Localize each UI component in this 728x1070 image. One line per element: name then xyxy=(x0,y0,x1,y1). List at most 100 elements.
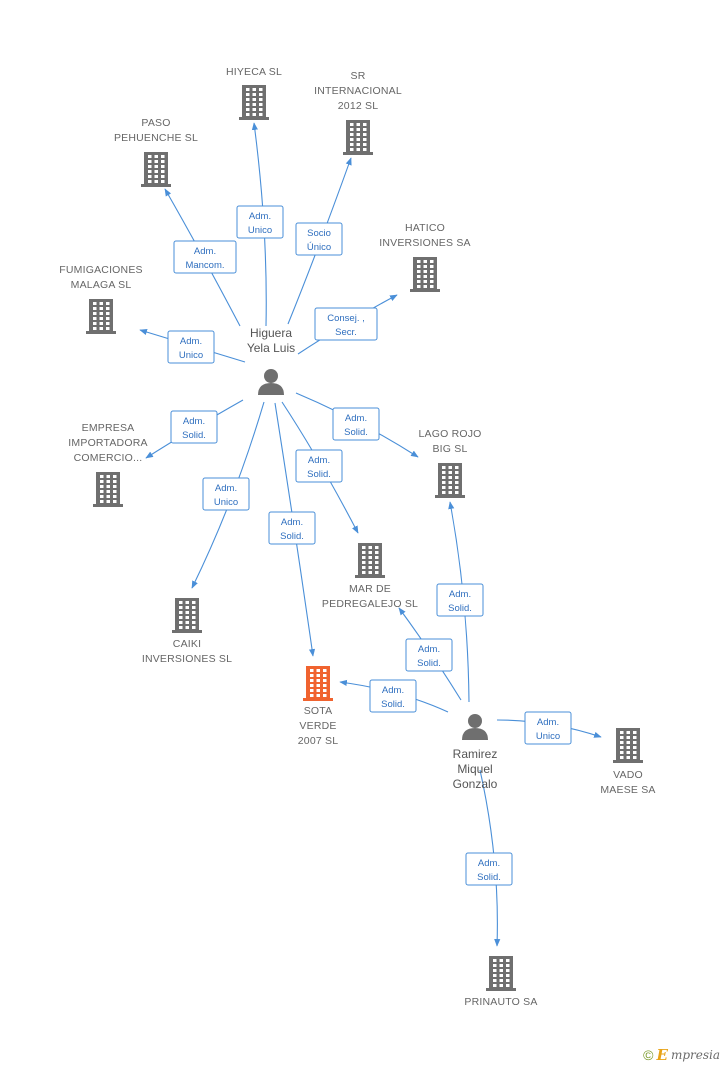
relation-label-box xyxy=(436,583,484,617)
relation-label-box xyxy=(202,477,250,511)
copyright-symbol: © xyxy=(643,1047,654,1063)
company-label: FUMIGACIONES xyxy=(59,264,143,276)
relation-label-ramirez-mar[interactable]: Adm. Solid. xyxy=(405,638,453,672)
relation-label-text: Unico xyxy=(179,350,203,361)
building-icon xyxy=(343,120,373,155)
company-node-prinauto[interactable]: PRINAUTO SA xyxy=(464,956,537,1008)
relation-label-box xyxy=(524,711,572,745)
relation-label-text: Secr. xyxy=(335,327,357,338)
relation-label-ramirez-lagorojo[interactable]: Adm. Solid. xyxy=(436,583,484,617)
relation-label-box xyxy=(236,205,284,239)
relation-label-text: Adm. xyxy=(183,416,205,427)
relation-label-higuera-empresa[interactable]: Adm.Solid. xyxy=(170,410,218,444)
company-node-paso[interactable]: PASO PEHUENCHE SL xyxy=(114,117,198,187)
relation-label-text: Unico xyxy=(536,731,560,742)
building-icon xyxy=(86,299,116,334)
relation-label-text: Solid. xyxy=(477,872,501,883)
company-label: PEDREGALEJO SL xyxy=(322,598,418,610)
company-node-mar[interactable]: MAR DE PEDREGALEJO SL xyxy=(322,543,418,610)
relation-label-text: Solid. xyxy=(381,699,405,710)
company-label: INTERNACIONAL xyxy=(314,85,402,97)
relation-label-box xyxy=(295,222,343,256)
person-label: Ramirez xyxy=(453,747,498,761)
relation-label-text: Unico xyxy=(214,497,238,508)
relation-label-higuera-caiki[interactable]: Adm.Unico xyxy=(202,477,250,511)
relation-label-higuera-hatico[interactable]: Consej. , Secr. xyxy=(314,307,378,341)
person-icon xyxy=(258,369,284,395)
company-label: INVERSIONES SA xyxy=(379,237,471,249)
relation-label-box xyxy=(173,240,237,274)
relation-label-text: Único xyxy=(307,242,331,253)
building-icon xyxy=(613,728,643,763)
company-label: COMERCIO... xyxy=(74,452,143,464)
building-icon xyxy=(410,257,440,292)
relation-label-text: Solid. xyxy=(417,658,441,669)
relation-label-higuera-paso[interactable]: Adm. Mancom. xyxy=(173,240,237,274)
relation-label-box xyxy=(369,679,417,713)
company-label: HATICO xyxy=(405,222,445,234)
relation-label-text: Adm. xyxy=(281,517,303,528)
company-node-caiki[interactable]: CAIKI INVERSIONES SL xyxy=(142,598,232,665)
company-label: IMPORTADORA xyxy=(68,437,147,449)
building-icon xyxy=(172,598,202,633)
company-node-hatico[interactable]: HATICO INVERSIONES SA xyxy=(379,222,471,292)
relation-label-higuera-fumigaciones[interactable]: Adm.Unico xyxy=(167,330,215,364)
relation-label-text: Solid. xyxy=(307,469,331,480)
person-icon xyxy=(462,714,488,740)
relation-label-box xyxy=(167,330,215,364)
company-node-hiyeca[interactable]: HIYECA SL xyxy=(226,66,282,120)
relation-label-text: Mancom. xyxy=(185,260,224,271)
relation-label-ramirez-vado[interactable]: Adm.Unico xyxy=(524,711,572,745)
relation-label-text: Consej. , xyxy=(327,313,365,324)
company-node-vado[interactable]: VADO MAESE SA xyxy=(600,728,655,796)
relation-label-box xyxy=(465,852,513,886)
company-label: MAR DE xyxy=(349,583,391,595)
building-icon xyxy=(141,152,171,187)
relation-label-text: Solid. xyxy=(280,531,304,542)
company-label: 2007 SL xyxy=(298,735,339,747)
relation-label-text: Adm. xyxy=(194,246,216,257)
relation-label-text: Unico xyxy=(248,225,272,236)
company-label: CAIKI xyxy=(173,638,201,650)
relation-label-text: Adm. xyxy=(449,589,471,600)
relation-label-higuera-mar[interactable]: Adm.Solid. xyxy=(295,449,343,483)
relation-label-higuera-lagorojo[interactable]: Adm.Solid. xyxy=(332,407,380,441)
person-label: Gonzalo xyxy=(453,777,498,791)
relation-label-higuera-hiyeca[interactable]: Adm.Unico xyxy=(236,205,284,239)
relation-label-higuera-sota[interactable]: Adm. Solid. xyxy=(268,511,316,545)
building-icon xyxy=(239,85,269,120)
company-label: INVERSIONES SL xyxy=(142,653,232,665)
relation-label-box xyxy=(295,449,343,483)
brand-logo-initial: E xyxy=(656,1046,668,1064)
company-label: HIYECA SL xyxy=(226,66,282,78)
relation-label-ramirez-prinauto[interactable]: Adm.Solid. xyxy=(465,852,513,886)
company-label: EMPRESA xyxy=(82,422,135,434)
relation-label-ramirez-sota[interactable]: Adm.Solid. xyxy=(369,679,417,713)
company-label: VADO xyxy=(613,769,643,781)
company-label: PRINAUTO SA xyxy=(464,996,537,1008)
relation-label-text: Solid. xyxy=(448,603,472,614)
company-label: PEHUENCHE SL xyxy=(114,132,198,144)
brand-logo-text: mpresia xyxy=(670,1048,720,1062)
building-icon xyxy=(486,956,516,991)
building-icon xyxy=(303,666,333,701)
relation-label-box xyxy=(405,638,453,672)
relation-label-text: Adm. xyxy=(418,644,440,655)
company-label: SOTA xyxy=(304,705,333,717)
company-label: MAESE SA xyxy=(600,784,655,796)
relation-label-box xyxy=(268,511,316,545)
relation-label-text: Solid. xyxy=(344,427,368,438)
company-node-empresa[interactable]: EMPRESA IMPORTADORA COMERCIO... xyxy=(68,422,148,507)
company-label: PASO xyxy=(141,117,170,129)
